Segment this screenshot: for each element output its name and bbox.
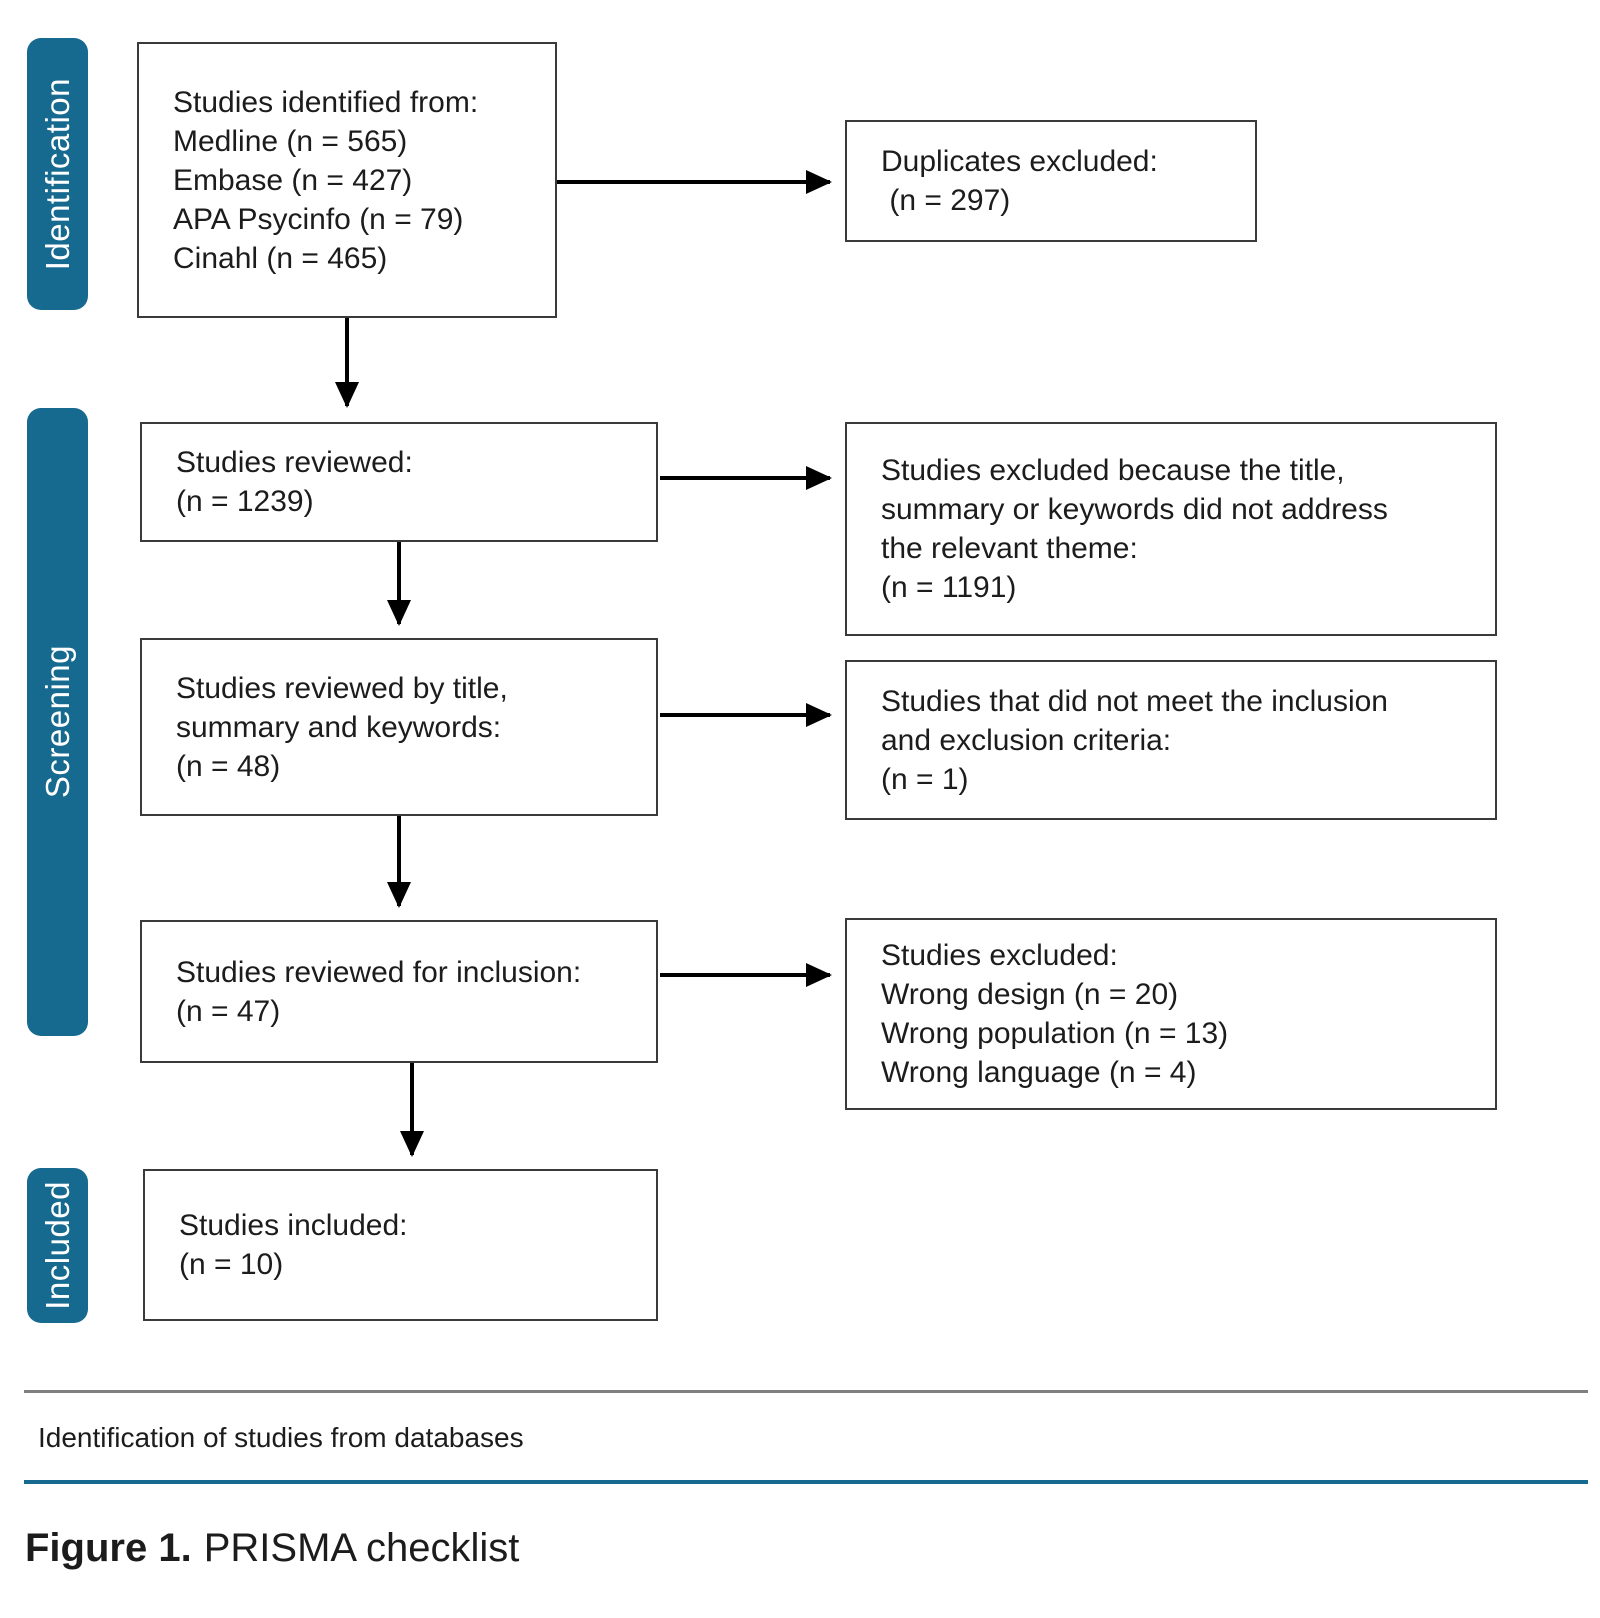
box-reviewed-title-summary-keywords-text: Studies reviewed by title, summary and k… xyxy=(176,671,508,783)
divider-gray xyxy=(24,1390,1588,1393)
box-studies-identified-text: Studies identified from: Medline (n = 56… xyxy=(173,85,479,275)
stage-bar-included: Included xyxy=(27,1168,88,1323)
box-reviewed-title-summary-keywords: Studies reviewed by title, summary and k… xyxy=(140,638,658,816)
box-excluded-not-relevant-theme-text: Studies excluded because the title, summ… xyxy=(881,454,1388,604)
box-studies-reviewed-text: Studies reviewed: (n = 1239) xyxy=(176,446,413,518)
box-duplicates-excluded-text: Duplicates excluded: (n = 297) xyxy=(881,145,1158,217)
box-studies-reviewed: Studies reviewed: (n = 1239) xyxy=(140,422,658,542)
box-reviewed-for-inclusion-text: Studies reviewed for inclusion: (n = 47) xyxy=(176,955,582,1028)
diagram-caption: Identification of studies from databases xyxy=(38,1422,524,1453)
box-studies-included-text: Studies included: (n = 10) xyxy=(179,1209,408,1281)
box-studies-included: Studies included: (n = 10) xyxy=(143,1169,658,1321)
box-not-meeting-criteria: Studies that did not meet the inclusion … xyxy=(845,660,1497,820)
figure-caption: Figure 1.PRISMA checklist xyxy=(25,1526,519,1571)
stage-bar-screening: Screening xyxy=(27,408,88,1036)
box-studies-identified: Studies identified from: Medline (n = 56… xyxy=(137,42,557,318)
box-reviewed-for-inclusion: Studies reviewed for inclusion: (n = 47) xyxy=(140,920,658,1063)
stage-label-included: Included xyxy=(38,1181,76,1310)
box-excluded-reasons: Studies excluded: Wrong design (n = 20) … xyxy=(845,918,1497,1110)
box-not-meeting-criteria-text: Studies that did not meet the inclusion … xyxy=(881,684,1388,796)
divider-teal xyxy=(24,1480,1588,1484)
figure-title: PRISMA checklist xyxy=(203,1526,520,1570)
box-excluded-not-relevant-theme: Studies excluded because the title, summ… xyxy=(845,422,1497,636)
figure-label: Figure 1. xyxy=(25,1526,192,1570)
box-excluded-reasons-text: Studies excluded: Wrong design (n = 20) … xyxy=(881,939,1229,1089)
stage-label-identification: Identification xyxy=(38,77,76,271)
stage-label-screening: Screening xyxy=(38,645,76,799)
stage-bar-identification: Identification xyxy=(27,38,88,310)
box-duplicates-excluded: Duplicates excluded: (n = 297) xyxy=(845,120,1257,242)
